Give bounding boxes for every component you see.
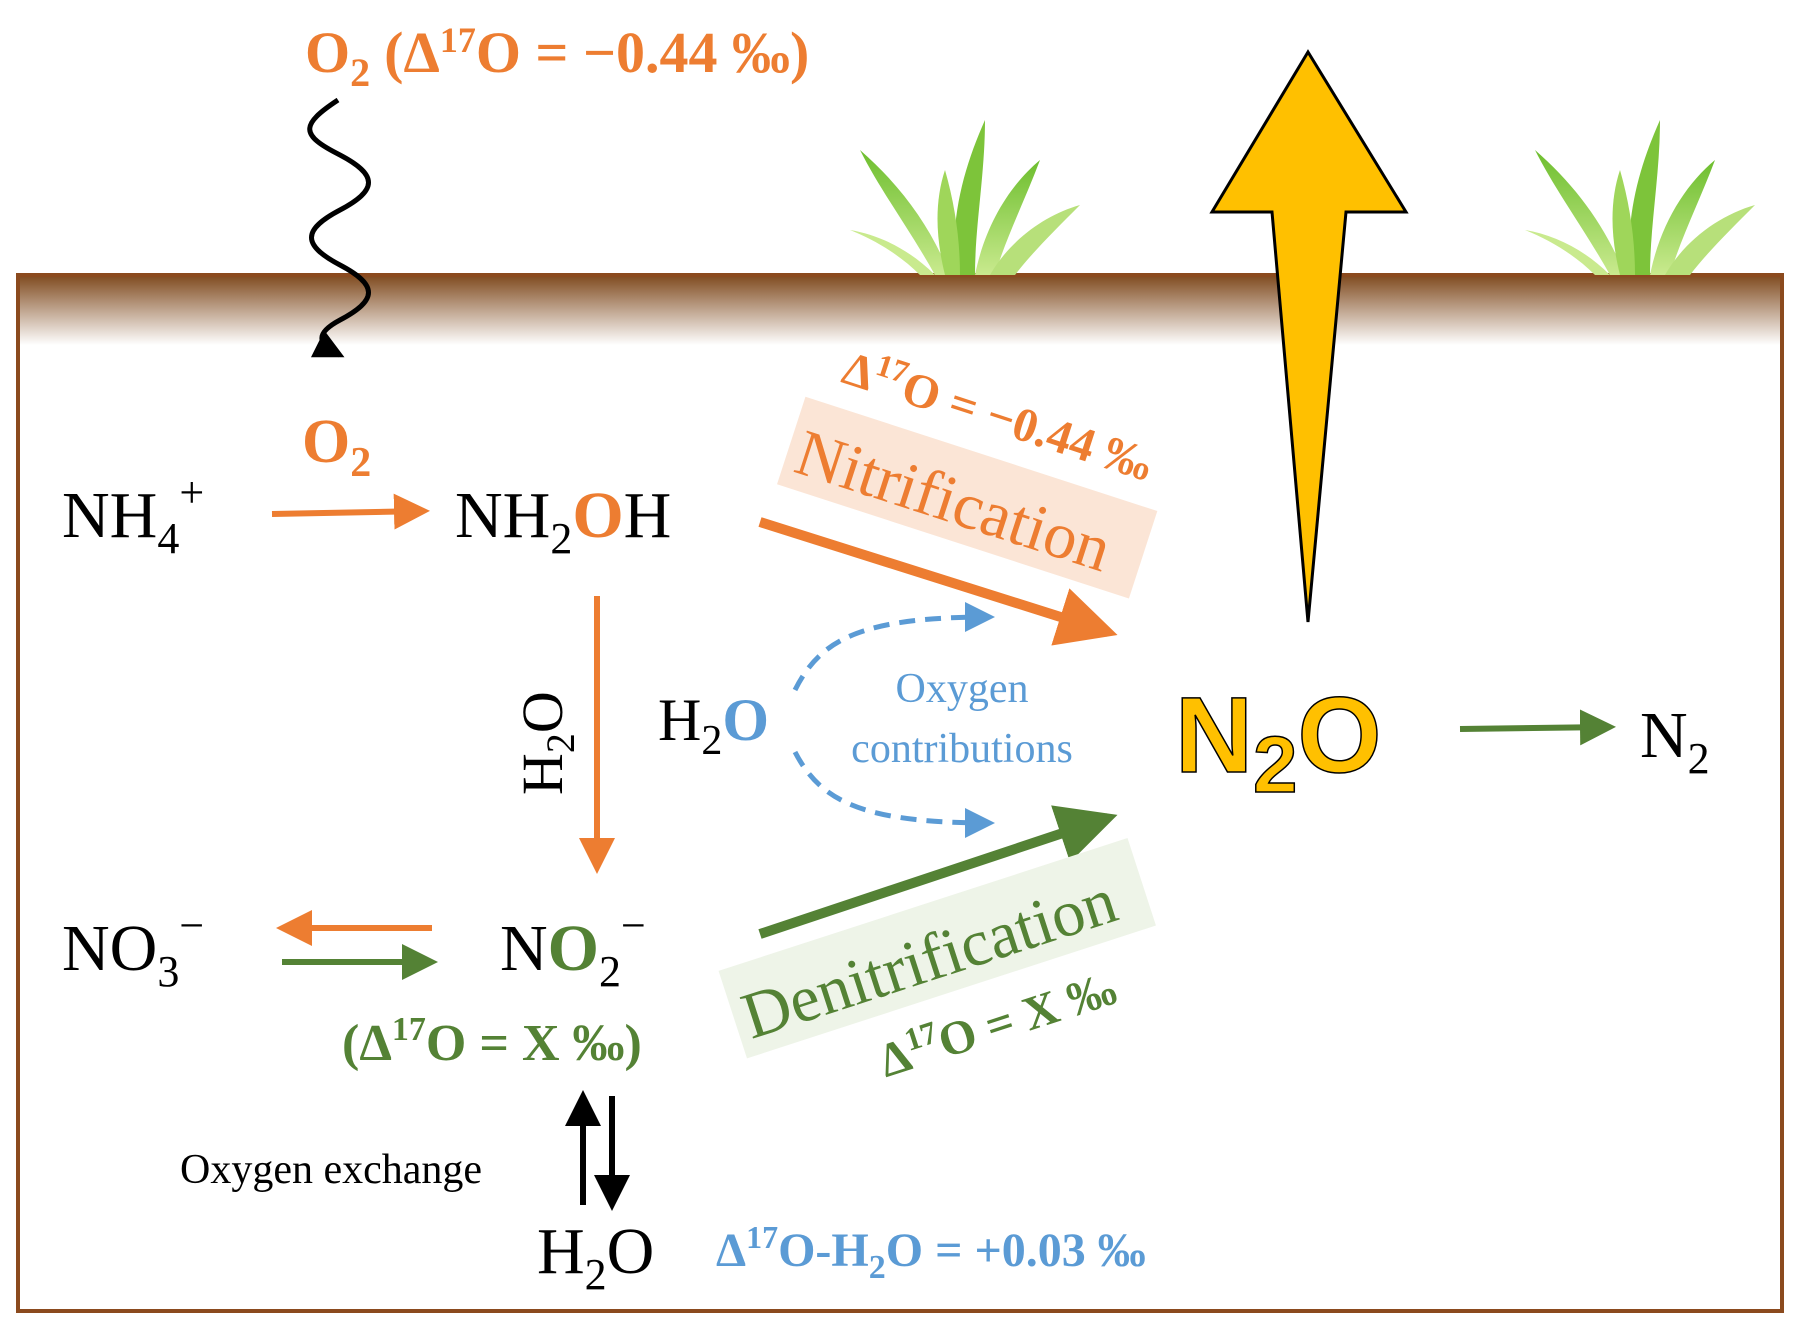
soil-box (16, 273, 1784, 1313)
n2o-to-n2-arrow (1459, 709, 1616, 746)
h2o-bottom-label: H2O (537, 1215, 654, 1299)
nitrification-label-group: Nitrification Δ17O = −0.44 ‰ (777, 342, 1159, 599)
oxygen-contribution-arrow-lower (792, 750, 995, 838)
nitrification-arrow (758, 517, 1118, 646)
oxygen-contributions-line1: Oxygen (896, 666, 1029, 712)
denitrification-arrow (758, 805, 1118, 939)
nitrification-label-bg (777, 396, 1158, 599)
n2o-emission-arrow (1209, 49, 1409, 623)
nh2oh-label: NH2OH (455, 479, 671, 563)
soil-gradient (18, 275, 1782, 345)
soil-o2-label: O2 (302, 408, 371, 486)
no2-label: NO2− (500, 901, 646, 996)
o2-diffusion-arrow (307, 97, 371, 358)
no2-delta-label: (Δ17O = X ‰) (342, 1011, 642, 1072)
n2o-label: N2O (1175, 674, 1382, 809)
grass-left (850, 120, 1080, 275)
h2o-vertical-label: H2O (510, 691, 583, 795)
denitrification-label-bg (718, 838, 1156, 1059)
n2-label: N2 (1640, 699, 1710, 783)
oxygen-exchange-label: Oxygen exchange (180, 1147, 482, 1193)
oxygen-contribution-arrow-upper (792, 602, 995, 692)
atmospheric-o2-label: O2(Δ17O = −0.44 ‰) (305, 20, 809, 95)
nh4-label: NH4+ (62, 468, 204, 563)
no3-label: NO3− (62, 901, 204, 996)
h2o-delta-label: Δ17O-H2O = +0.03 ‰ (716, 1219, 1146, 1286)
nh4-to-nh2oh-arrow (271, 493, 430, 530)
grass-right (1525, 120, 1755, 275)
oxygen-contributions-line2: contributions (851, 726, 1073, 772)
h2o-mid-label: H2O (658, 687, 769, 764)
denitrification-label-group: Denitrification Δ17O = X ‰ (718, 838, 1156, 1088)
